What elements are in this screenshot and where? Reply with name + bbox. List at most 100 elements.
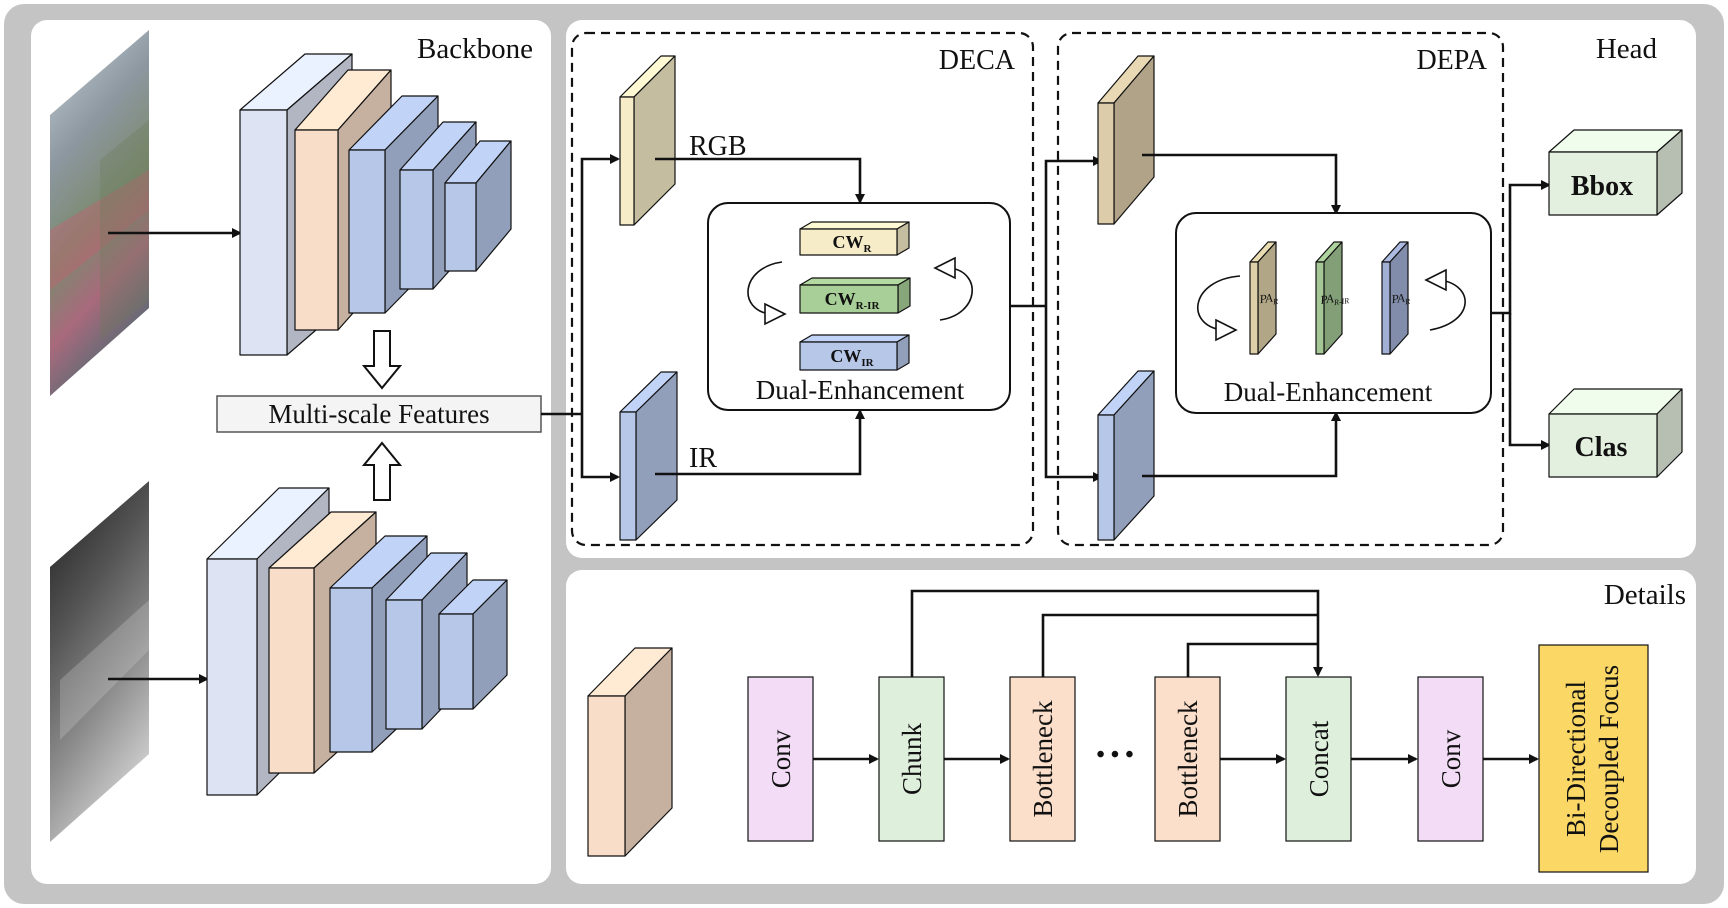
bdf-box — [1538, 644, 1649, 873]
to-clas-arrow — [1508, 313, 1551, 450]
pa-ir-front — [1381, 261, 1391, 355]
concat-box — [1285, 676, 1352, 842]
pa-r-slab — [1249, 241, 1277, 355]
depa-rgb-arrow — [1044, 156, 1103, 306]
bottleneck1-box — [1009, 676, 1076, 842]
depa-ir-arrow — [1044, 306, 1103, 482]
deca-dual-enhancement-label: Dual-Enhancement — [756, 375, 965, 405]
bbox-label: Bbox — [1571, 171, 1633, 202]
depa-region — [1056, 31, 1505, 547]
deca-rgb-feature — [619, 55, 676, 226]
clas-output-box — [1548, 388, 1683, 478]
pa-ir-label: PAR — [1390, 290, 1411, 309]
pa-r-front — [1249, 261, 1259, 355]
bottleneck1-label: Bottleneck — [1028, 700, 1058, 817]
bb-bot-layer4-front — [385, 599, 423, 730]
bb-bot-layer1-front — [206, 558, 258, 796]
clas-front — [1548, 413, 1658, 478]
depa-ir-front — [1097, 414, 1115, 541]
ir-backbone-stack — [206, 487, 508, 796]
pa-r-label: PAR — [1258, 290, 1279, 309]
bb-bot-layer3-front — [329, 587, 373, 753]
cw-r-block — [799, 221, 910, 256]
conv1-label: Conv — [766, 729, 796, 788]
depa-label: DEPA — [1416, 45, 1487, 76]
depa-dual-enhancement-label: Dual-Enhancement — [1224, 377, 1433, 407]
split-to-ir-arrow — [580, 414, 620, 482]
ir-to-dual-arrow — [655, 409, 865, 476]
ir-label: IR — [689, 443, 717, 474]
details-feature-slab — [587, 647, 673, 857]
down-hollow-arrow — [361, 330, 403, 390]
bb-top-layer3-front — [348, 149, 386, 314]
head-title: Head — [1596, 33, 1658, 65]
deca-ir-feature — [619, 371, 678, 541]
ir-input-image — [50, 481, 149, 842]
bottleneck1-skip-connection — [1041, 613, 1318, 677]
chunk-skip-connection — [910, 589, 1323, 677]
chunk-label: Chunk — [897, 722, 927, 795]
pa-rir-label: PAR-IR — [1318, 289, 1349, 309]
cw-r-label: CWR — [833, 232, 873, 255]
cw-rir-label: CWR-IR — [825, 289, 881, 312]
cw-r-top — [799, 221, 910, 230]
rgb-backbone-stack — [239, 53, 512, 356]
depa-ir-feature — [1097, 370, 1155, 541]
bb-bot-layer5-front — [438, 613, 474, 710]
deca-rgb-front — [619, 96, 635, 226]
details-slab-front — [587, 695, 626, 857]
clas-label: Clas — [1575, 432, 1628, 463]
deca-label: DECA — [939, 45, 1016, 76]
deca-rotate-left-icon — [743, 257, 787, 326]
rgb-label: RGB — [689, 131, 747, 162]
multi-scale-features-label: Multi-scale Features — [268, 399, 489, 429]
cw-r-front — [799, 228, 898, 256]
details-panel — [566, 570, 1696, 884]
rgb-to-dual-arrow — [655, 157, 865, 204]
bottleneck2-box — [1154, 676, 1221, 842]
deca-ir-front — [619, 411, 637, 541]
rgb-input-image — [50, 30, 149, 396]
ellipsis-dots: • • • — [1096, 742, 1133, 768]
depa-ir-to-dual-arrow — [1142, 411, 1341, 478]
concat-label: Concat — [1304, 720, 1334, 797]
backbone-title: Backbone — [417, 33, 533, 65]
cw-ir-block — [799, 334, 910, 371]
conv2-label: Conv — [1436, 729, 1466, 788]
cw-ir-front — [799, 341, 898, 371]
conv2-box — [1417, 676, 1484, 842]
depa-rotate-right-icon — [1424, 268, 1470, 335]
split-to-rgb-arrow — [580, 154, 620, 414]
depa-rgb-to-dual-arrow — [1142, 153, 1341, 215]
bb-top-layer1-front — [239, 109, 288, 356]
up-hollow-arrow — [361, 441, 403, 501]
depa-rotate-left-icon — [1193, 271, 1241, 342]
pa-rir-front — [1315, 261, 1325, 355]
pa-rir-slab — [1315, 241, 1343, 355]
deca-rotate-right-icon — [933, 256, 977, 325]
bbox-output-box — [1548, 129, 1683, 216]
bb-top-layer2-front — [294, 129, 339, 331]
bb-top-layer4-front — [399, 169, 434, 290]
bottleneck2-skip-connection — [1186, 642, 1318, 677]
bdf-label-line1: Bi-Directional — [1561, 681, 1591, 837]
bb-bot-layer2-front — [268, 567, 315, 774]
cw-rir-block — [799, 277, 911, 314]
to-bbox-arrow — [1491, 180, 1551, 315]
details-title: Details — [1604, 579, 1686, 611]
cw-ir-label: CWIR — [830, 346, 874, 369]
conv1-box — [747, 676, 814, 842]
depa-rgb-front — [1097, 102, 1115, 225]
depa-rgb-feature — [1097, 55, 1155, 225]
head-panel — [566, 20, 1696, 558]
bottleneck2-label: Bottleneck — [1173, 700, 1203, 817]
pa-ir-slab — [1381, 241, 1409, 355]
cw-rir-top — [799, 277, 911, 286]
cw-ir-top — [799, 334, 910, 343]
bdf-label-line2: Decoupled Focus — [1594, 665, 1624, 853]
bbox-front — [1548, 151, 1658, 216]
deca-region — [570, 31, 1035, 547]
cw-rir-front — [799, 284, 899, 314]
